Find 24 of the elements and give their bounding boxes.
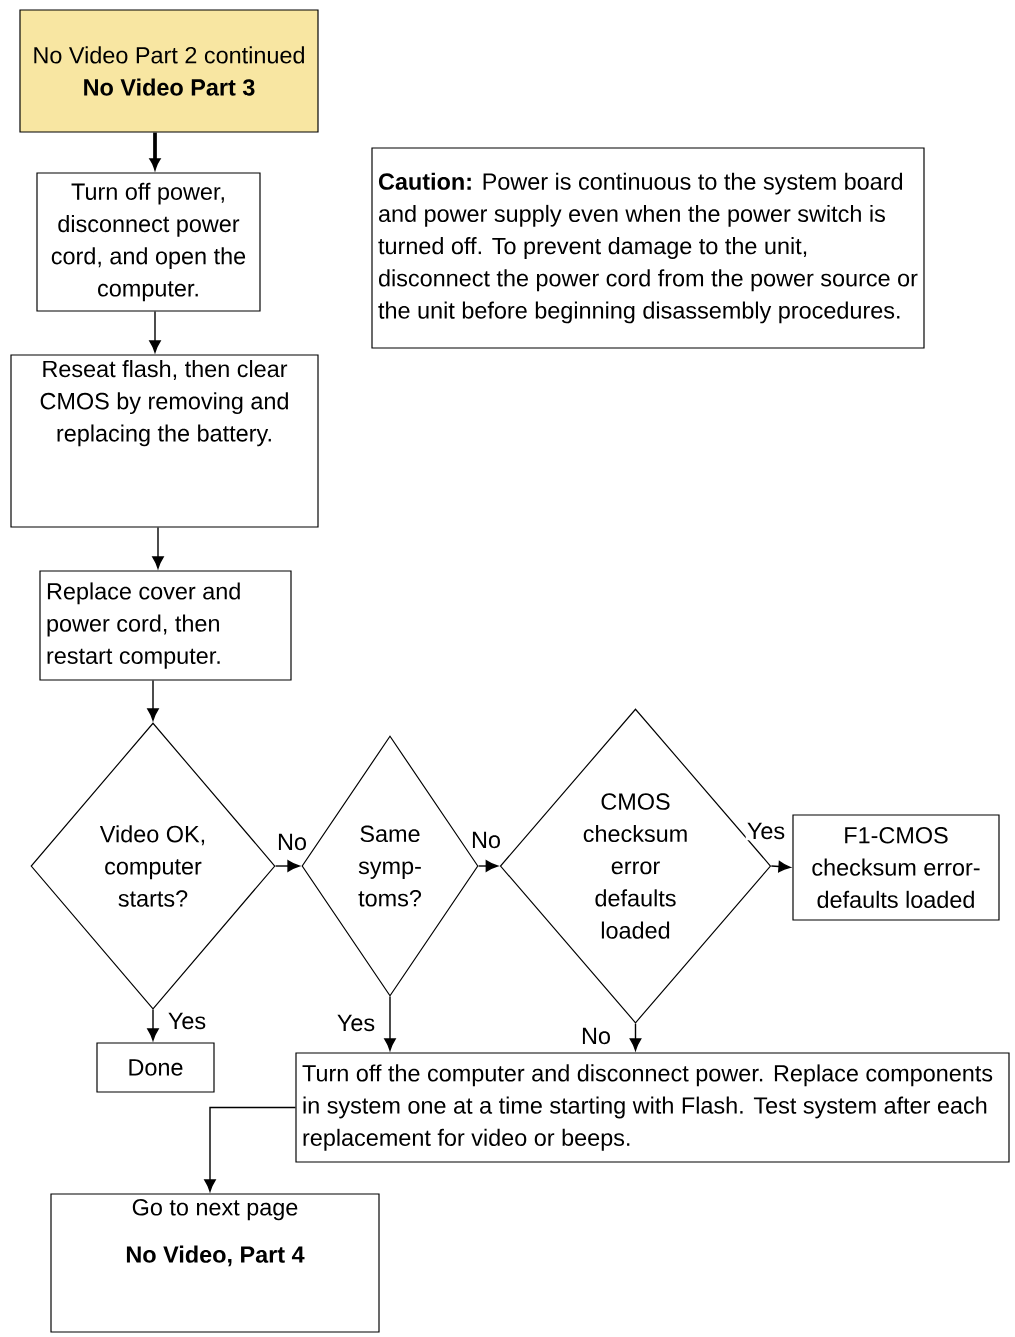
end-box: Done (96, 1042, 215, 1093)
arrow (204, 1106, 297, 1192)
arrow (477, 860, 498, 872)
arrow (147, 1008, 159, 1041)
page-link-box: Go to next page No Video, Part 4 (50, 1193, 380, 1333)
start-box: No Video Part 2 continued No Video Part 3 (19, 9, 319, 133)
arrow (384, 995, 396, 1051)
process-box: Replace cover and power cord, then restart computer. (39, 570, 292, 681)
process-box: Turn off the computer and disconnect power. Replace components in system one at a time starting with Flash. Test system after each replacement for video or beeps. (295, 1052, 1010, 1163)
arrow (274, 860, 300, 872)
process-box: Turn off power, disconnect power cord, and open the computer. (36, 172, 261, 312)
arrow (149, 310, 161, 353)
arrow (770, 860, 791, 873)
edge-label: Yes (166, 1011, 208, 1031)
arrow (147, 679, 159, 721)
edge-label: Yes (745, 821, 787, 841)
arrow (149, 132, 161, 170)
edge-label: No (579, 1026, 613, 1046)
arrow (629, 1022, 642, 1051)
arrow (152, 526, 164, 569)
process-box: F1-CMOS checksum error- defaults loaded (792, 814, 1000, 921)
caution-box: Caution: Power is continuous to the system board and power supply even when the power switch is turned off. To prevent damage to the unit, disconnect the power cord from the power source or the unit before beginning disassembly procedures. (371, 147, 925, 349)
edge-label: Yes (335, 1013, 377, 1033)
process-box: Reseat flash, then clear CMOS by removing and replacing the battery. (10, 354, 319, 528)
